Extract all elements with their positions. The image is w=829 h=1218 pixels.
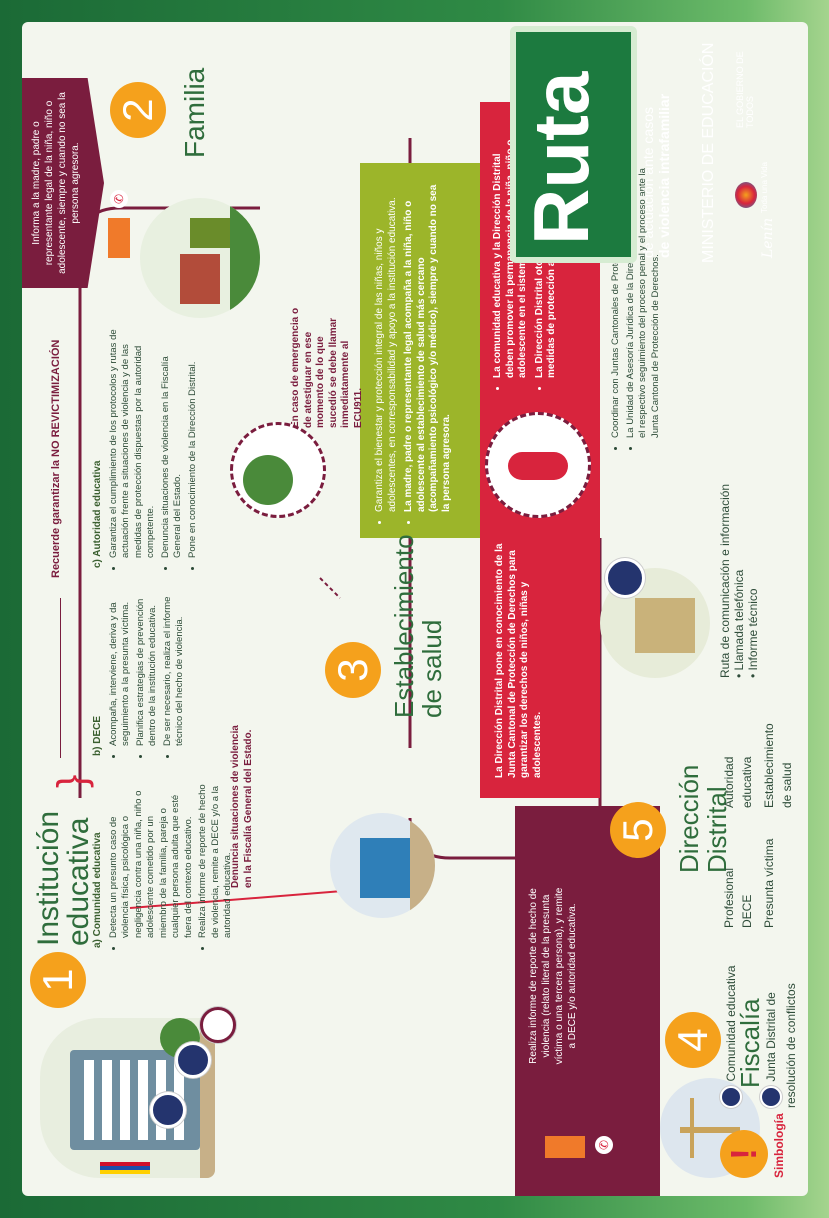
autoridad-item-2: Denuncia situaciones de violencia en la … — [160, 328, 185, 558]
legend: ! Simbología Comunidad educativa Junta D… — [700, 118, 800, 1178]
ruta-subtitle-line1: de actuación ante casos — [640, 107, 656, 258]
comunidad-item-1: Detecta un presunto caso de violencia fí… — [108, 778, 196, 938]
familia-box: Informa a la madre, padre o representant… — [22, 78, 104, 288]
salud-title-line1: Establecimiento — [389, 534, 419, 718]
legend-label: Autoridad educativa — [722, 756, 754, 808]
legend-item: Presunta víctima — [760, 838, 778, 928]
family-illustration — [140, 198, 260, 318]
legend-route-report: Informe técnico — [746, 588, 760, 671]
institucion-title-line2: educativa — [62, 817, 95, 946]
salud-item-2: La madre, padre o representante legal ac… — [403, 179, 453, 512]
fiscalia-box: Realiza informe de reporte de hecho de v… — [515, 806, 660, 1196]
dece-title: b) DECE — [92, 716, 103, 756]
ruta-brand-box: Ruta — [510, 26, 637, 263]
ministry-name: MINISTERIO DE EDUCACIÓN — [700, 42, 717, 263]
emergency-note: En caso de emergencia o de atestiguar en… — [290, 307, 364, 428]
legend-item: Autoridad educativa — [720, 718, 756, 808]
legend-label: Profesional DECE — [722, 867, 754, 928]
fiscalia-box-text: Realiza informe de reporte de hecho de v… — [528, 887, 578, 1065]
autoridad-section: c) Autoridad educativa Garantiza el cump… — [92, 328, 201, 568]
hospital-illustration — [330, 813, 435, 918]
victim-icon — [485, 412, 591, 518]
signature: Lenín — [760, 217, 776, 258]
person-icon — [175, 1042, 211, 1078]
title-underline — [60, 598, 61, 758]
legend-item: Junta Distrital de resolución de conflic… — [760, 958, 800, 1108]
dece-item-2: Planifica estrategias de prevención dent… — [135, 586, 160, 746]
autoridad-title: c) Autoridad educativa — [92, 460, 103, 568]
group-icon — [720, 1086, 742, 1108]
victim-illustration — [230, 422, 326, 518]
autoridad-item-3: Pone en conocimiento de la Dirección Dis… — [187, 328, 200, 558]
institucion-title-line1: Institución — [32, 810, 65, 946]
denuncia-note: Denuncia situaciones de violencia en la … — [230, 725, 254, 888]
distrital-title-line1: Dirección — [674, 764, 704, 873]
dece-item-3: De ser necesario, realiza el informe téc… — [162, 586, 187, 746]
report-icon — [545, 1136, 585, 1158]
tagline-logo-icon — [735, 182, 757, 208]
group-icon — [605, 558, 645, 598]
comunidad-title: a) Comunidad educativa — [92, 832, 103, 948]
comunidad-item-2: Realiza informe de reporte de hecho de v… — [197, 778, 235, 938]
legend-item: Comunidad educativa — [720, 965, 742, 1108]
step-2-badge: 2 — [110, 82, 166, 138]
authority-icon — [200, 1007, 236, 1043]
reminder-text: Recuerde garantizar la NO REVICTIMIZACIÓ… — [50, 339, 62, 578]
ruta-logo: Ruta — [517, 71, 605, 245]
legend-item: Profesional DECE — [720, 838, 756, 928]
alert-icon: ! — [720, 1130, 768, 1178]
report-icon — [108, 218, 130, 258]
familia-title: Familia — [179, 67, 210, 158]
legend-route-title: Ruta de comunicación e información — [718, 483, 732, 678]
legend-route-item-1: • Llamada telefónica — [732, 569, 746, 678]
step-1-badge: 1 — [30, 952, 86, 1008]
familia-box-text: Informa a la madre, padre o representant… — [31, 92, 81, 274]
legend-label: Establecimiento de salud — [762, 723, 794, 808]
legend-route: Ruta de comunicación e información • Lla… — [718, 478, 760, 678]
step-3-badge: 3 — [325, 642, 381, 698]
tagline: Toda una Vida — [760, 161, 769, 213]
salud-title-line2: de salud — [417, 619, 447, 718]
autoridad-item-1: Garantiza el cumplimiento de los protoco… — [108, 328, 158, 558]
legend-route-phone: Llamada telefónica — [732, 569, 746, 671]
phone-icon: ✆ — [595, 1136, 613, 1154]
group-icon — [150, 1092, 186, 1128]
dece-section: b) DECE Acompaña, interviene, deriva y d… — [92, 586, 189, 756]
salud-title: Establecimiento de salud — [389, 534, 447, 718]
salud-item-1: Garantiza el bienestar y protección inte… — [374, 179, 399, 512]
legend-label: Comunidad educativa — [724, 965, 739, 1082]
group-icon — [760, 1086, 782, 1108]
dece-item-1: Acompaña, interviene, deriva y da seguim… — [108, 586, 133, 746]
legend-item: Establecimiento de salud — [760, 708, 796, 808]
legend-title: Simbología — [772, 1113, 786, 1178]
gov-logo: EL GOBIERNO DE TODOS — [735, 51, 755, 128]
ruta-subtitle: de actuación ante casos de violencia int… — [640, 94, 672, 258]
comunidad-section: a) Comunidad educativa Detecta un presun… — [92, 778, 237, 948]
legend-route-item-2: • Informe técnico — [746, 588, 760, 678]
phone-icon: ✆ — [110, 190, 128, 208]
institucion-title: Institución educativa — [32, 786, 95, 946]
distrital-red-text-1: La Dirección Distrital pone en conocimie… — [494, 543, 543, 779]
step-5-badge: 5 — [610, 802, 666, 858]
brace-icon: } — [50, 774, 94, 788]
legend-label: Presunta víctima — [762, 838, 776, 928]
ruta-subtitle-line2: de violencia intrafamiliar — [656, 93, 672, 258]
